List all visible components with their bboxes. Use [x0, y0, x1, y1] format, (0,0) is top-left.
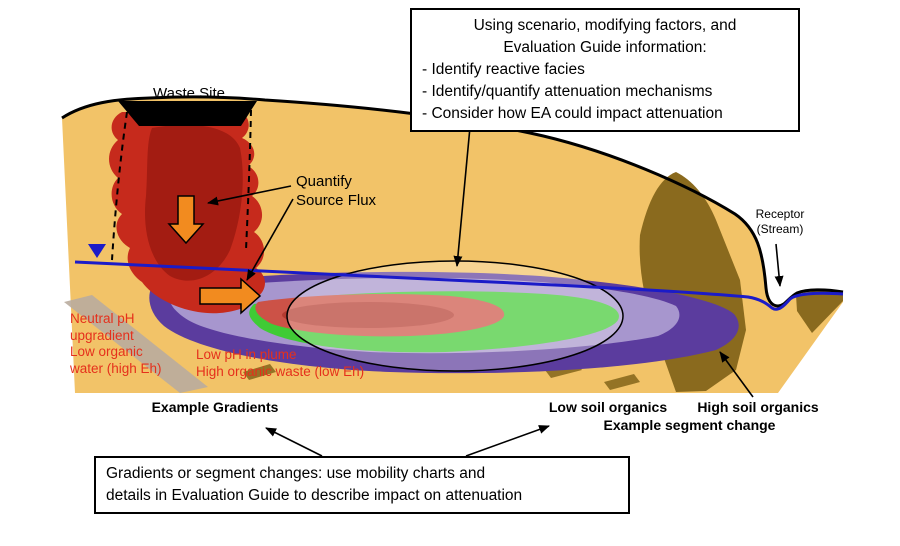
- example-gradients-label: Example Gradients: [151, 399, 279, 415]
- high-soil-organics-label: High soil organics: [697, 399, 819, 415]
- plume-chemistry-line: Low pH in plume: [196, 347, 297, 362]
- quantify-line: Quantify: [296, 173, 352, 190]
- arrow-quantify-to-flux: [246, 198, 294, 281]
- arrow-box-to-lowsoil: [465, 425, 550, 457]
- example-segment-change-label: Example segment change: [603, 417, 776, 433]
- top-box-line: - Consider how EA could impact attenuati…: [422, 105, 723, 122]
- arrow-receptor-to-stream: [774, 243, 784, 287]
- top-annotation-box: Using scenario, modifying factors, and E…: [410, 8, 800, 132]
- top-box-line: - Identify reactive facies: [422, 61, 585, 78]
- neutral-ph-label: Neutral pH upgradient Low organic water …: [70, 311, 162, 378]
- receptor-label: Receptor (Stream): [744, 207, 816, 237]
- receptor-line: (Stream): [756, 222, 804, 236]
- low-soil-organics-label: Low soil organics: [548, 399, 668, 415]
- plume-chemistry-line: High organic waste (low Eh): [196, 363, 365, 379]
- top-box-line: - Identify/quantify attenuation mechanis…: [422, 83, 713, 100]
- source-flux-down-arrow-icon: [167, 195, 205, 245]
- neutral-ph-line: Neutral pH: [70, 311, 135, 326]
- arrow-highsoil-to-band: [719, 351, 754, 398]
- gradient-stripe: [64, 295, 208, 393]
- neutral-ph-line: upgradient: [70, 327, 134, 343]
- source-flux-right-arrow-icon: [199, 277, 262, 315]
- arrow-topbox-to-plume: [453, 126, 471, 267]
- right-bank-soil: [796, 290, 843, 333]
- bottom-box-line: details in Evaluation Guide to describe …: [106, 487, 523, 504]
- bottom-box-line: Gradients or segment changes: use mobili…: [106, 465, 486, 482]
- receptor-line: Receptor: [755, 207, 805, 221]
- top-box-line: Evaluation Guide information:: [503, 39, 707, 56]
- arrow-quantify-to-source: [207, 185, 292, 206]
- water-table-line: [74, 260, 844, 311]
- quantify-line: Source Flux: [296, 192, 377, 210]
- quantify-source-flux-label: Quantify Source Flux: [296, 172, 376, 210]
- bottom-annotation-box: Gradients or segment changes: use mobili…: [94, 456, 630, 514]
- neutral-ph-line: Low organic: [70, 344, 143, 360]
- soil-lens-icon: [604, 374, 640, 390]
- arrow-box-to-gradients: [265, 427, 323, 457]
- neutral-ph-line: water (high Eh): [70, 361, 162, 377]
- waste-site-cap: [118, 101, 257, 126]
- plume-chemistry-label: Low pH in plume High organic waste (low …: [196, 347, 364, 380]
- water-table-symbol-icon: [88, 244, 106, 258]
- plume-red-tongue-core: [282, 302, 454, 328]
- waste-boundary-dashed-right: [245, 109, 252, 251]
- waste-site-label: Waste Site: [153, 85, 225, 102]
- top-box-line: Using scenario, modifying factors, and: [473, 17, 737, 34]
- soil-lens-icon: [243, 364, 276, 380]
